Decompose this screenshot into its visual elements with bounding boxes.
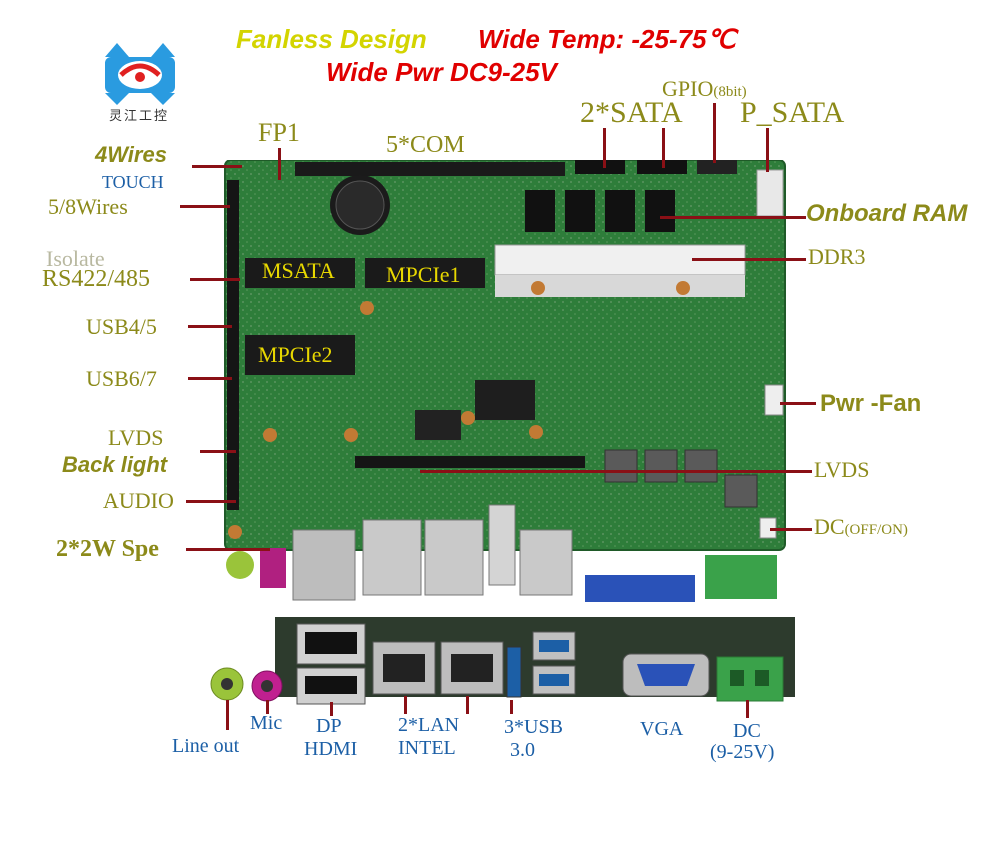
- label-dc-range: (9-25V): [710, 741, 775, 763]
- headline-wide-pwr: Wide Pwr DC9-25V: [326, 57, 557, 87]
- label-dc: DC: [733, 720, 761, 742]
- label-lvds-left: LVDS: [108, 425, 164, 450]
- rear-io-panel: [210, 617, 795, 705]
- label-com: 5*COM: [386, 132, 465, 158]
- leader-pwr-fan: [780, 402, 816, 405]
- leader-line-out: [226, 700, 229, 730]
- label-line-out: Line out: [172, 735, 240, 757]
- leader-mic: [266, 700, 269, 714]
- label-usb3-ver: 3.0: [510, 739, 535, 761]
- leader-58wires: [180, 205, 230, 208]
- label-msata: MSATA: [262, 258, 335, 283]
- label-usb45: USB4/5: [86, 314, 157, 339]
- label-onboard-ram: Onboard RAM: [806, 200, 968, 227]
- label-ddr3: DDR3: [808, 244, 866, 269]
- headline-wide-temp: Wide Temp: -25-75℃: [478, 24, 736, 54]
- label-rs422: RS422/485: [42, 266, 151, 292]
- label-backlight: Back light: [62, 452, 168, 477]
- motherboard-image: [224, 160, 786, 602]
- leader-4wires: [192, 165, 242, 168]
- leader-dc-switch: [770, 528, 812, 531]
- label-mic: Mic: [250, 712, 283, 734]
- label-pwr-fan: Pwr -Fan: [820, 390, 922, 417]
- leader-usb3: [510, 700, 513, 714]
- logo-text: 灵江工控: [109, 109, 170, 124]
- leader-spe: [186, 548, 270, 551]
- label-audio: AUDIO: [103, 488, 174, 513]
- leader-ddr3: [692, 258, 806, 261]
- label-lvds-right: LVDS: [814, 457, 870, 482]
- headline-fanless: Fanless Design: [236, 24, 427, 54]
- leader-onboard-ram: [660, 216, 806, 219]
- leader-audio: [186, 500, 236, 503]
- leader-fp1: [278, 148, 281, 180]
- label-dc-switch: DC(OFF/ON): [814, 514, 908, 540]
- label-spe: 2*2W Spe: [56, 536, 159, 562]
- leader-lvds-right: [420, 470, 812, 473]
- label-4wires: 4Wires: [95, 142, 167, 167]
- logo: 灵江工控: [95, 35, 185, 125]
- leader-usb45: [188, 325, 232, 328]
- logo-icon: [105, 43, 175, 105]
- label-intel: INTEL: [398, 737, 456, 759]
- leader-psata: [766, 128, 769, 172]
- leader-rs422: [190, 278, 240, 281]
- label-mpcie2: MPCIe2: [258, 342, 333, 367]
- leader-lan-2: [466, 696, 469, 714]
- label-gpio: GPIO(8bit): [662, 76, 747, 102]
- label-gpio-suffix: (8bit): [713, 84, 747, 100]
- leader-sata-1: [603, 128, 606, 168]
- leader-lan-1: [404, 696, 407, 714]
- label-dc-switch-suffix: (OFF/ON): [844, 522, 908, 538]
- label-lan: 2*LAN: [398, 714, 460, 736]
- leader-lvds-left: [200, 450, 236, 453]
- label-58wires: 5/8Wires: [48, 194, 128, 219]
- label-dc-switch-main: DC: [814, 514, 845, 539]
- leader-sata-2: [662, 128, 665, 168]
- leader-dc: [746, 700, 749, 718]
- label-mpcie1: MPCIe1: [386, 262, 461, 287]
- label-usb67: USB6/7: [86, 366, 157, 391]
- label-hdmi: HDMI: [304, 738, 358, 760]
- label-fp1: FP1: [258, 118, 300, 147]
- label-vga: VGA: [640, 718, 684, 740]
- label-psata: P_SATA: [740, 96, 845, 129]
- label-sata: 2*SATA: [580, 96, 683, 129]
- leader-gpio: [713, 103, 716, 163]
- leader-dp-hdmi: [330, 702, 333, 716]
- label-dp: DP: [316, 715, 342, 737]
- label-usb3: 3*USB: [504, 716, 563, 738]
- label-isolate: Isolate: [46, 246, 105, 271]
- leader-usb67: [188, 377, 232, 380]
- label-touch: TOUCH: [102, 172, 164, 192]
- label-gpio-main: GPIO: [662, 76, 714, 101]
